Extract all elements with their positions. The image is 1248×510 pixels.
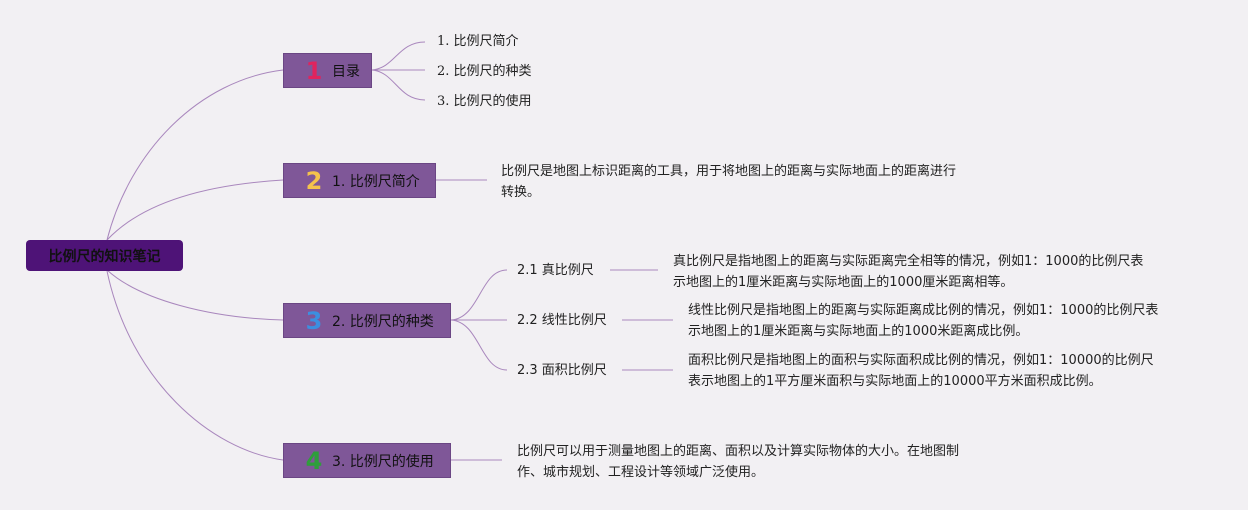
connector-type-1: [450, 269, 508, 321]
type-description-line: 表示地图上的1平方厘米面积与实际地面上的10000平方米面积成比例。: [688, 374, 1102, 389]
connector-type-3: [450, 319, 508, 371]
connector-root-topic1: [106, 69, 284, 241]
type-label[interactable]: 2.1 真比例尺: [517, 263, 594, 278]
type-description-line: 面积比例尺是指地图上的面积与实际面积成比例的情况，例如1：10000的比例尺: [688, 353, 1154, 368]
topic-label: 目录: [332, 63, 360, 80]
connector-root-topic3: [106, 269, 284, 321]
connector-toc-1: [371, 41, 426, 71]
number-two-icon: 2: [305, 166, 323, 195]
type-description-line: 真比例尺是指地图上的距离与实际距离完全相等的情况，例如1：1000的比例尺表: [673, 254, 1144, 269]
toc-item[interactable]: 1. 比例尺简介: [437, 34, 519, 49]
topic-label: 1. 比例尺简介: [332, 173, 420, 190]
connector-toc-3: [371, 69, 426, 101]
topic-types[interactable]: 3 2. 比例尺的种类: [283, 303, 451, 338]
number-four-icon: 4: [305, 446, 323, 475]
topic-label: 3. 比例尺的使用: [332, 453, 434, 470]
toc-item[interactable]: 2. 比例尺的种类: [437, 64, 532, 79]
type-label[interactable]: 2.3 面积比例尺: [517, 363, 607, 378]
toc-item[interactable]: 3. 比例尺的使用: [437, 94, 532, 109]
root-node[interactable]: 比例尺的知识笔记: [26, 240, 183, 271]
type-description-line: 线性比例尺是指地图上的距离与实际距离成比例的情况，例如1：1000的比例尺表: [688, 303, 1159, 318]
root-label: 比例尺的知识笔记: [48, 248, 161, 265]
topic-contents[interactable]: 1 目录: [283, 53, 372, 88]
number-one-icon: 1: [305, 56, 323, 85]
type-description[interactable]: 真比例尺是指地图上的距离与实际距离完全相等的情况，例如1：1000的比例尺表 示…: [673, 251, 1143, 293]
connector-root-topic2: [106, 179, 284, 241]
topic-intro[interactable]: 2 1. 比例尺简介: [283, 163, 436, 198]
intro-line: 转换。: [501, 185, 541, 200]
type-description[interactable]: 线性比例尺是指地图上的距离与实际距离成比例的情况，例如1：1000的比例尺表 示…: [688, 300, 1158, 342]
type-description[interactable]: 面积比例尺是指地图上的面积与实际面积成比例的情况，例如1：10000的比例尺 表…: [688, 350, 1154, 392]
topic-usage[interactable]: 4 3. 比例尺的使用: [283, 443, 451, 478]
number-three-icon: 3: [305, 306, 323, 335]
usage-line: 作、城市规划、工程设计等领域广泛使用。: [517, 465, 765, 480]
type-description-line: 示地图上的1厘米距离与实际地面上的1000米距离成比例。: [688, 324, 1029, 339]
topic-label: 2. 比例尺的种类: [332, 313, 434, 330]
type-label[interactable]: 2.2 线性比例尺: [517, 313, 607, 328]
type-description-line: 示地图上的1厘米距离与实际地面上的1000厘米距离相等。: [673, 275, 1014, 290]
intro-paragraph[interactable]: 比例尺是地图上标识距离的工具，用于将地图上的距离与实际地面上的距离进行 转换。: [501, 161, 956, 203]
usage-paragraph[interactable]: 比例尺可以用于测量地图上的距离、面积以及计算实际物体的大小。在地图制 作、城市规…: [517, 441, 959, 483]
connector-root-topic4: [106, 270, 284, 461]
intro-line: 比例尺是地图上标识距离的工具，用于将地图上的距离与实际地面上的距离进行: [501, 164, 957, 179]
usage-line: 比例尺可以用于测量地图上的距离、面积以及计算实际物体的大小。在地图制: [517, 444, 960, 459]
